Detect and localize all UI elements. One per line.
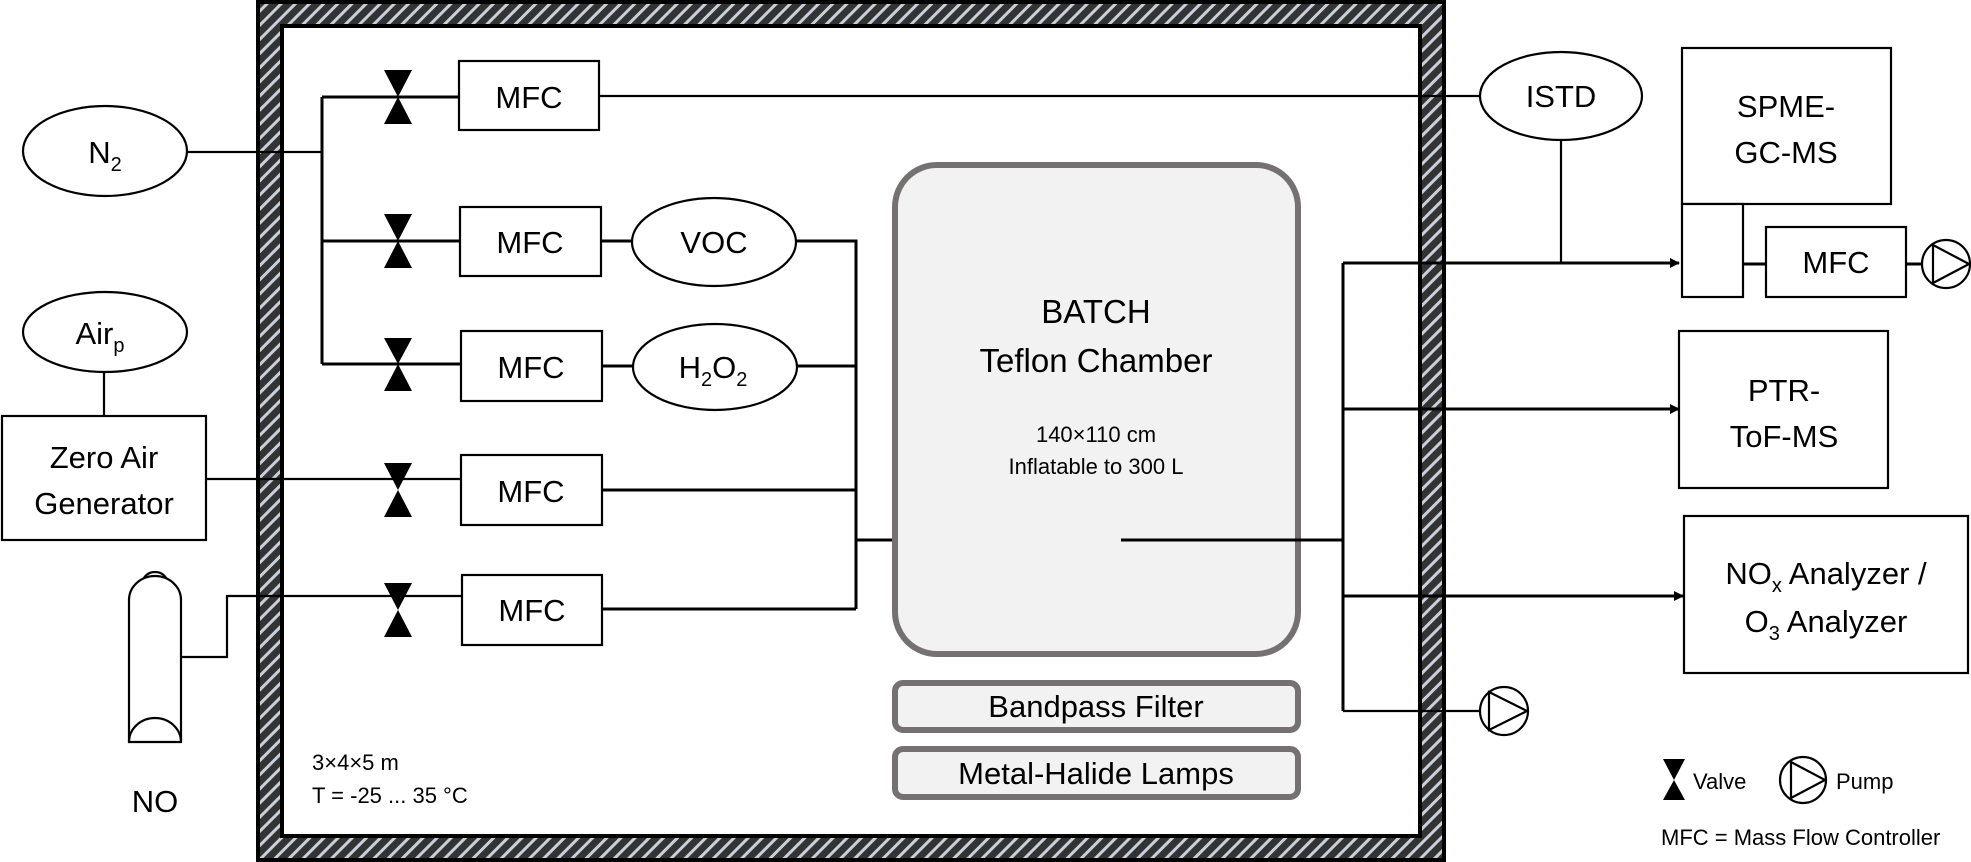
mfc-h2o2: MFC — [459, 329, 604, 403]
no-label: NO — [132, 784, 179, 819]
bandpass-filter: Bandpass Filter — [892, 680, 1301, 733]
legend-valve: Valve — [1693, 769, 1746, 794]
chamber-dims: 140×110 cm — [1036, 422, 1156, 447]
spme-sampler — [1680, 202, 1745, 299]
airp-source: Airp — [21, 290, 189, 374]
zero-air-generator: Zero Air Generator — [0, 414, 208, 542]
mfc-label: MFC — [497, 350, 564, 385]
svg-text:Airp: Airp — [75, 316, 124, 357]
voc-reservoir: VOC — [630, 196, 798, 288]
nox-sub: x — [1772, 575, 1782, 597]
mfc-label: MFC — [495, 80, 562, 115]
voc-label: VOC — [680, 225, 747, 260]
istd-label: ISTD — [1526, 79, 1597, 114]
ptr-line2: ToF-MS — [1730, 419, 1839, 454]
mfc-zero-air: MFC — [459, 453, 604, 527]
chamber-title2: Teflon Chamber — [980, 342, 1213, 379]
legend: Valve Pump MFC = Mass Flow Controller — [1661, 755, 1940, 850]
valve-icon[interactable] — [384, 70, 412, 124]
ptr-tof-ms: PTR- ToF-MS — [1677, 329, 1890, 490]
no-pipe — [181, 594, 462, 659]
nox-suffix: Analyzer / — [1782, 556, 1927, 591]
room-size: 3×4×5 m — [312, 750, 399, 775]
svg-text:O3 Analyzer: O3 Analyzer — [1745, 604, 1908, 645]
mfc-label: MFC — [1802, 245, 1869, 280]
o3-prefix: O — [1745, 604, 1769, 639]
no-cylinder-icon — [127, 570, 183, 744]
n2-label: N — [88, 135, 110, 170]
inlet-manifold — [796, 239, 858, 609]
pump-icon[interactable] — [1478, 685, 1530, 737]
svg-text:N2: N2 — [88, 135, 122, 176]
chamber-title1: BATCH — [1041, 293, 1150, 330]
legend-mfc-definition: MFC = Mass Flow Controller — [1661, 825, 1940, 850]
metal-halide-lamps: Metal-Halide Lamps — [892, 746, 1301, 800]
ptr-line1: PTR- — [1748, 373, 1820, 408]
svg-text:NOx Analyzer /: NOx Analyzer / — [1725, 556, 1927, 597]
n2-source: N2 — [21, 104, 189, 198]
mfc-istd: MFC — [457, 59, 601, 132]
mfc-label: MFC — [497, 474, 564, 509]
valve-icon — [1663, 759, 1685, 800]
airp-label: Air — [75, 316, 113, 351]
mfc-voc: MFC — [458, 205, 603, 278]
h2o2-reservoir: H2O2 — [631, 322, 799, 412]
airp-subscript: p — [113, 335, 124, 357]
spme-line2: GC-MS — [1734, 135, 1837, 170]
chamber-volume: Inflatable to 300 L — [1009, 454, 1184, 479]
spme-line1: SPME- — [1737, 89, 1835, 124]
bandpass-label: Bandpass Filter — [988, 689, 1203, 724]
valve-icon[interactable] — [384, 583, 412, 637]
mfc-label: MFC — [498, 593, 565, 628]
mfc-spme: MFC — [1764, 225, 1908, 299]
legend-pump: Pump — [1836, 769, 1893, 794]
valve-icon[interactable] — [384, 338, 412, 391]
nox-prefix: NO — [1725, 556, 1772, 591]
mfc-no: MFC — [460, 573, 604, 647]
istd-reservoir: ISTD — [1478, 50, 1644, 142]
h2o2-o: O — [712, 350, 736, 385]
zero-air-line1: Zero Air — [50, 440, 159, 475]
h2o2-sub1: 2 — [701, 369, 712, 391]
n2-subscript: 2 — [111, 154, 122, 176]
pump-icon — [1778, 755, 1828, 805]
svg-text:H2O2: H2O2 — [679, 350, 748, 391]
h2o2-sub2: 2 — [736, 369, 747, 391]
h2o2-h: H — [679, 350, 701, 385]
lamps-label: Metal-Halide Lamps — [958, 756, 1234, 791]
teflon-chamber: BATCH Teflon Chamber 140×110 cm Inflatab… — [892, 162, 1301, 657]
nox-o3-analyzer: NOx Analyzer / O3 Analyzer — [1682, 514, 1970, 675]
mfc-label: MFC — [496, 225, 563, 260]
room-temp: T = -25 ... 35 °C — [312, 783, 468, 808]
pump-icon[interactable] — [1920, 238, 1971, 290]
o3-sub: 3 — [1769, 623, 1780, 645]
zero-air-line2: Generator — [34, 486, 174, 521]
o3-suffix: Analyzer — [1780, 604, 1908, 639]
valve-icon[interactable] — [384, 214, 412, 268]
valve-icon[interactable] — [384, 463, 412, 517]
spme-gc-ms: SPME- GC-MS — [1680, 46, 1893, 206]
